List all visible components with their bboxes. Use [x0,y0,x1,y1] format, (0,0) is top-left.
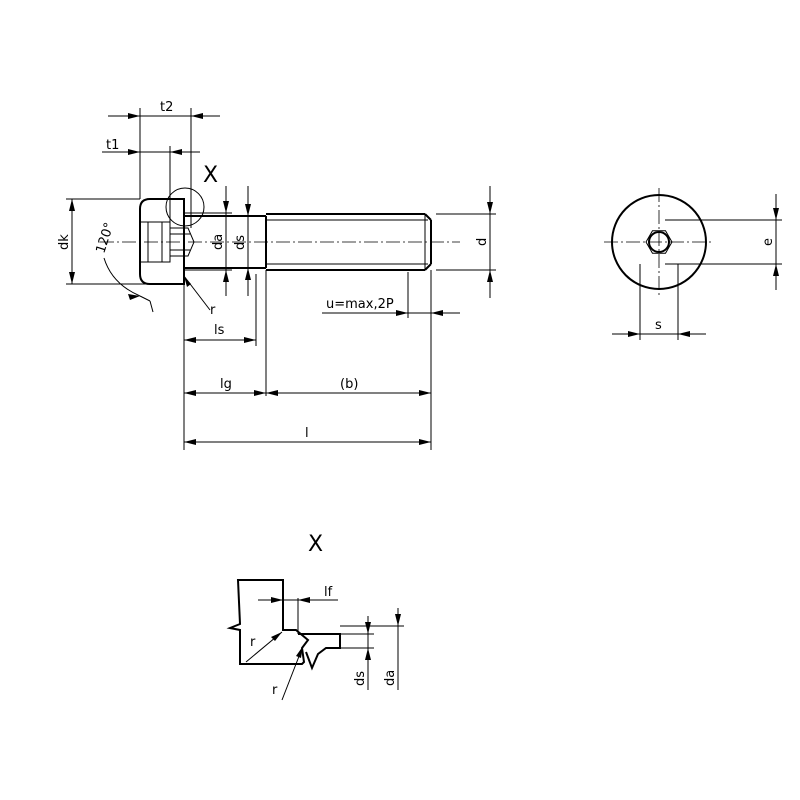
label-ds: ds [233,235,248,250]
label-detail-ds: ds [353,671,368,686]
label-e: e [761,238,776,246]
label-lg: lg [220,377,232,392]
label-t1: t1 [106,138,119,153]
dimension-t1: t1 [102,138,200,222]
label-detail-r1: r [250,635,256,650]
label-dk: dk [57,234,72,250]
dimension-s: s [612,264,706,340]
label-angle-120: 120° [94,221,118,255]
leader-radius-head: r [183,275,216,318]
dimension-d: d [436,186,496,298]
dimension-ds: ds [233,186,251,296]
dimension-dk: dk [57,198,150,285]
screw-shank-side-view [100,213,460,271]
dimension-lg: lg [184,377,266,396]
label-u: u=max,2P [326,297,394,312]
label-detail-r2: r [272,683,278,698]
label-r-head: r [210,303,216,318]
detail-callout-circle [165,187,205,227]
dimension-detail-ds: ds [340,616,374,690]
label-l: l [305,426,309,441]
label-ls: ls [214,323,225,338]
leader-detail-radius-1: r [245,631,283,663]
leader-detail-radius-2: r [272,645,304,701]
dimension-extension-lines [183,270,432,450]
dimension-t2: t2 [108,100,220,228]
screw-end-view [604,188,714,296]
dimension-b: (b) [266,377,431,396]
label-t2: t2 [160,100,173,115]
detail-title: X [308,532,323,557]
dimension-da: da [211,186,229,296]
label-b: (b) [340,377,358,392]
detail-callout-label: X [203,163,218,188]
dimension-e: e [665,194,782,290]
dimension-l: l [184,426,431,445]
dimension-angle-120: 120° [94,221,154,313]
dimension-lf: lf [258,585,338,603]
dimension-u: u=max,2P [322,270,460,318]
label-lf: lf [324,585,333,600]
label-detail-da: da [383,670,398,686]
dimension-ls: ls [184,323,256,343]
label-s: s [655,318,662,333]
dimension-detail-da: da [340,608,404,690]
label-da: da [211,234,226,250]
label-d: d [475,238,490,246]
